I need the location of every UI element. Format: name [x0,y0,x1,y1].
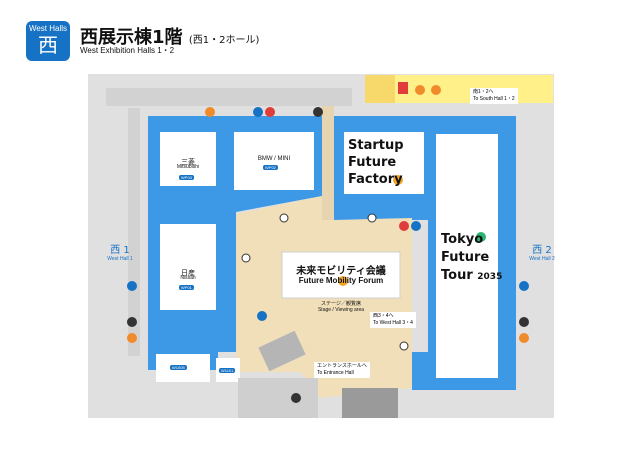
tokyo-year: 2035 [477,272,503,282]
tour-logo-dot [476,232,486,242]
nissan-label-ja: 日産 [181,270,195,277]
info-icon [257,311,267,321]
food-icon [398,82,425,95]
badge-kanji: 西 [38,33,58,57]
stage-label-en: Stage / Viewing area [317,307,365,313]
forum-stage [281,251,401,299]
nissan-label-en: Nissan [180,275,196,281]
badge-label: West Halls [28,24,68,33]
restroom-icon [127,107,529,291]
west-hall-2-label: 西 2 West Hall 2 [529,245,555,262]
hall-badge: West Halls 西 [26,21,70,61]
nissan-code: WP01 [179,285,194,290]
central-aisle [322,106,334,220]
west-hall-1-label: 西 1 West Hall 1 [107,245,133,262]
food-court-area [365,75,553,103]
bmw-label: BMW / MINI [257,156,291,162]
nursing-room-icon [127,85,529,343]
south-hall-sign: 南1・2へ To South Hall 1・2 [470,88,518,104]
page-title: 西展示棟1階 (西1・2ホール) [80,27,260,48]
forum-title-en: Future Mobility Forum [298,276,384,285]
mitsubishi-label-en: Mitsubishi [176,164,200,170]
escalator-block [342,388,398,418]
tokyo-future-tour-booth [436,134,498,378]
food-court-highlight [365,75,395,103]
nissan-booth [160,224,216,310]
factory-logo-dot [393,175,403,185]
north-walkway [106,88,352,106]
elevator-icon [241,213,409,351]
page-subtitle: West Exhibition Halls 1・2 [80,46,175,55]
forum-title-ja: 未来モビリティ会議 [296,266,386,277]
startup-future-factory-booth [344,132,424,194]
bmw-booth [234,132,314,190]
stage-label-ja: ステージ／観覧席 [321,301,361,307]
tokyo-future-tour-logo: Tokyo Future Tour 2035 [441,232,503,283]
bottom-small-booth-code: W1101 [219,368,236,373]
bmw-code: WP02 [263,165,278,170]
bottom-left-booth-code: W1005 [170,365,187,370]
forum-logo-dot [338,276,348,286]
mitsubishi-code: WP03 [179,175,194,180]
west-hall-34-sign: 西3・4へ To West Hall 3・4 [370,312,416,328]
entrance-hall-sign: エントランスホールへ To Entrance Hall [314,362,370,378]
west-walkway [128,108,140,356]
startup-future-factory-logo: Startup Future Factory [348,138,404,187]
page-title-suffix: (西1・2ホール) [188,35,260,46]
ramp-block [258,330,306,372]
south-entrance-area [238,378,318,418]
mitsubishi-label-ja: 三菱 [181,159,195,166]
accessible-icon [127,107,529,403]
